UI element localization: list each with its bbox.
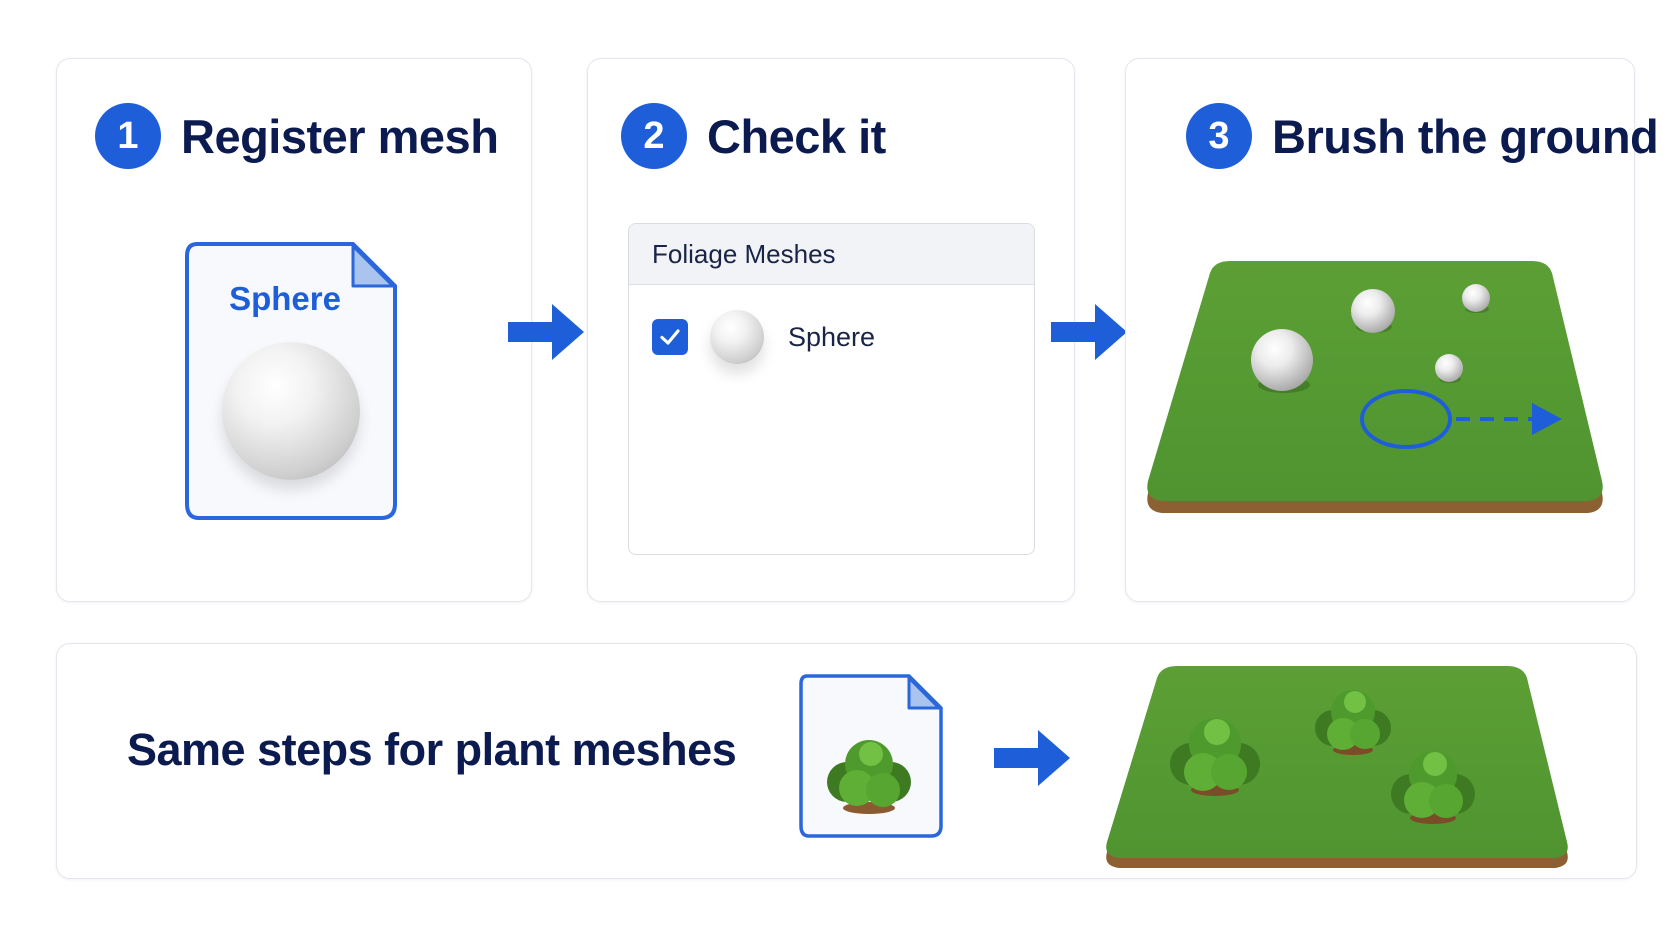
- plant-file-icon: [799, 674, 943, 838]
- grass-ground-with-spheres: [1147, 261, 1603, 513]
- step-2-card: 2 Check it Foliage Meshes Sphere: [587, 58, 1075, 602]
- step-1-title: Register mesh: [181, 109, 499, 163]
- arrow-right-icon: [994, 730, 1070, 786]
- sphere-icon: [1435, 354, 1463, 383]
- sphere-icon: [1462, 284, 1490, 313]
- file-icon: [799, 674, 943, 838]
- plant-meshes-caption: Same steps for plant meshes: [127, 724, 737, 775]
- sphere-icon: [1351, 289, 1395, 333]
- sphere-icon: [1251, 329, 1313, 393]
- step-1-card: 1 Register mesh Sphere: [56, 58, 532, 602]
- step-3-number-badge: 3: [1186, 103, 1252, 169]
- plant-meshes-card: Same steps for plant meshes: [56, 643, 1637, 879]
- step-1-number-badge: 1: [95, 103, 161, 169]
- bush-icon: [1170, 718, 1260, 796]
- sphere-file-icon: Sphere: [185, 242, 405, 520]
- arrow-right-icon: [508, 304, 584, 360]
- step-3-card: 3 Brush the ground: [1125, 58, 1659, 602]
- bush-icon: [1391, 751, 1475, 824]
- sphere-icon: [222, 342, 360, 480]
- step-2-title: Check it: [707, 109, 886, 163]
- step-3-header: 3 Brush the ground: [1186, 103, 1659, 169]
- foliage-panel-title: Foliage Meshes: [629, 224, 1034, 285]
- arrow-right-icon: [1051, 304, 1127, 360]
- checkbox-checked-icon[interactable]: [652, 319, 688, 355]
- grass-ground-with-plants: [1106, 666, 1568, 868]
- step-1-header: 1 Register mesh: [95, 103, 499, 169]
- step-3-title: Brush the ground: [1272, 109, 1659, 163]
- foliage-mesh-list-item[interactable]: Sphere: [652, 310, 875, 364]
- brush-circle-icon: [1360, 389, 1562, 449]
- sphere-icon: [710, 310, 764, 364]
- sphere-file-label: Sphere: [229, 280, 341, 317]
- foliage-meshes-panel: Foliage Meshes Sphere: [628, 223, 1035, 555]
- foliage-item-label: Sphere: [788, 321, 876, 352]
- step-2-number-badge: 2: [621, 103, 687, 169]
- bush-icon: [827, 740, 911, 814]
- bush-icon: [1315, 690, 1391, 755]
- step-2-header: 2 Check it: [621, 103, 886, 169]
